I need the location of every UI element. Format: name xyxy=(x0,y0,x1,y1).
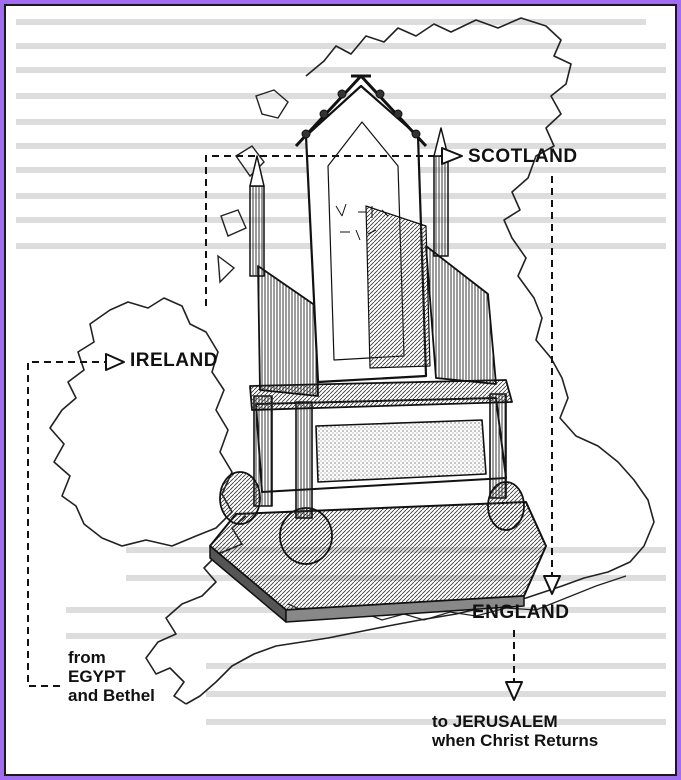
scottish-islands xyxy=(217,89,289,284)
label-destination: to JERUSALEM when Christ Returns xyxy=(432,712,598,750)
label-ireland: IRELAND xyxy=(130,350,218,371)
label-destination-line-2: when Christ Returns xyxy=(432,731,599,751)
label-destination-line-1: to JERUSALEM xyxy=(432,712,558,731)
arrow-jerusalem-icon xyxy=(505,681,523,701)
route-diagram xyxy=(16,17,666,725)
label-origin: from EGYPT and Bethel xyxy=(68,648,155,705)
diagram-frame: SCOTLAND IRELAND ENGLAND from EGYPT and … xyxy=(4,4,677,776)
arrowheads xyxy=(105,147,561,701)
arrow-ireland-icon xyxy=(105,353,125,371)
ireland-outline xyxy=(49,297,233,547)
coronation-chair xyxy=(209,74,547,623)
label-england: ENGLAND xyxy=(472,602,570,623)
label-origin-line-2: EGYPT xyxy=(68,667,126,687)
arrow-england-icon xyxy=(543,575,561,595)
route-ireland-to-scotland xyxy=(205,155,442,306)
label-scotland: SCOTLAND xyxy=(468,146,578,167)
label-origin-line-1: from xyxy=(68,648,106,667)
route-egypt-to-ireland xyxy=(27,361,106,687)
arrow-scotland-icon xyxy=(441,147,463,165)
label-origin-line-3: and Bethel xyxy=(68,686,155,706)
route-lines xyxy=(27,155,553,687)
